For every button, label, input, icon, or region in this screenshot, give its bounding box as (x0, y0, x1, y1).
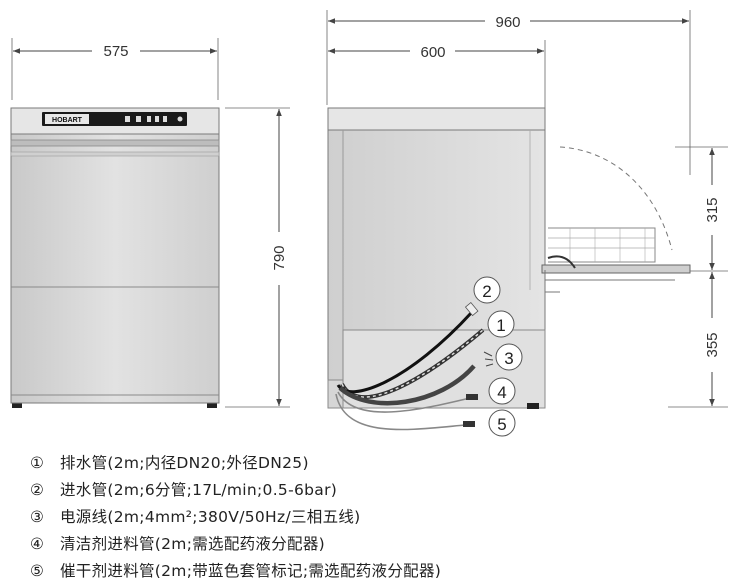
dim-side-depth-label: 600 (420, 44, 445, 61)
dim-side-depth: 600 (328, 40, 546, 108)
legend-item-water-inlet: ② 进水管(2m;6分管;17L/min;0.5-6bar) (30, 477, 730, 504)
legend-item-drain-hose: ① 排水管(2m;内径DN20;外径DN25) (30, 450, 730, 477)
callout-2: 2 (473, 276, 501, 304)
callout-4-label: 4 (497, 383, 506, 402)
callout-2-label: 2 (482, 282, 491, 301)
dim-front-height: 790 (225, 107, 290, 408)
dim-front-width-label: 575 (103, 43, 128, 60)
brand-logo: HOBART (52, 117, 83, 124)
legend-marker: ② (30, 481, 45, 499)
callout-1-label: 1 (496, 316, 505, 335)
legend-text: 清洁剂进料管(2m;需选配药液分配器) (60, 535, 325, 553)
dim-total-depth: 960 (326, 10, 691, 175)
legend: ① 排水管(2m;内径DN20;外径DN25) ② 进水管(2m;6分管;17L/m… (30, 450, 730, 585)
legend-marker: ⑤ (30, 562, 45, 580)
legend-item-power-cable: ③ 电源线(2m;4mm²;380V/50Hz/三相五线) (30, 504, 730, 531)
front-view-machine: HOBART (10, 107, 220, 408)
dim-front-height-label: 790 (271, 245, 288, 270)
technical-drawing: 575 960 600 790 315 355 (10, 10, 728, 437)
dim-front-width: 575 (11, 38, 219, 100)
legend-marker: ③ (30, 508, 45, 526)
legend-marker: ④ (30, 535, 45, 553)
legend-text: 催干剂进料管(2m;带蓝色套管标记;需选配药液分配器) (60, 562, 442, 580)
callout-4: 4 (488, 377, 516, 405)
legend-text: 排水管(2m;内径DN20;外径DN25) (60, 454, 309, 472)
dim-door-open-height-label: 315 (704, 197, 721, 222)
callout-5-label: 5 (497, 415, 506, 434)
callout-3-label: 3 (504, 349, 513, 368)
dim-total-depth-label: 960 (495, 14, 520, 31)
dim-base-height: 355 (668, 272, 728, 408)
dim-door-open-height: 315 (675, 146, 728, 272)
legend-text: 电源线(2m;4mm²;380V/50Hz/三相五线) (60, 508, 361, 526)
connection-hoses (335, 302, 494, 431)
callout-5: 5 (488, 409, 516, 437)
legend-item-detergent-hose: ④ 清洁剂进料管(2m;需选配药液分配器) (30, 531, 730, 558)
dim-base-height-label: 355 (704, 332, 721, 357)
callout-1: 1 (487, 310, 515, 338)
open-door-rack (541, 227, 691, 293)
legend-item-rinse-aid-hose: ⑤ 催干剂进料管(2m;带蓝色套管标记;需选配药液分配器) (30, 558, 730, 585)
legend-text: 进水管(2m;6分管;17L/min;0.5-6bar) (60, 481, 338, 499)
legend-marker: ① (30, 454, 45, 472)
callout-3: 3 (495, 343, 523, 371)
